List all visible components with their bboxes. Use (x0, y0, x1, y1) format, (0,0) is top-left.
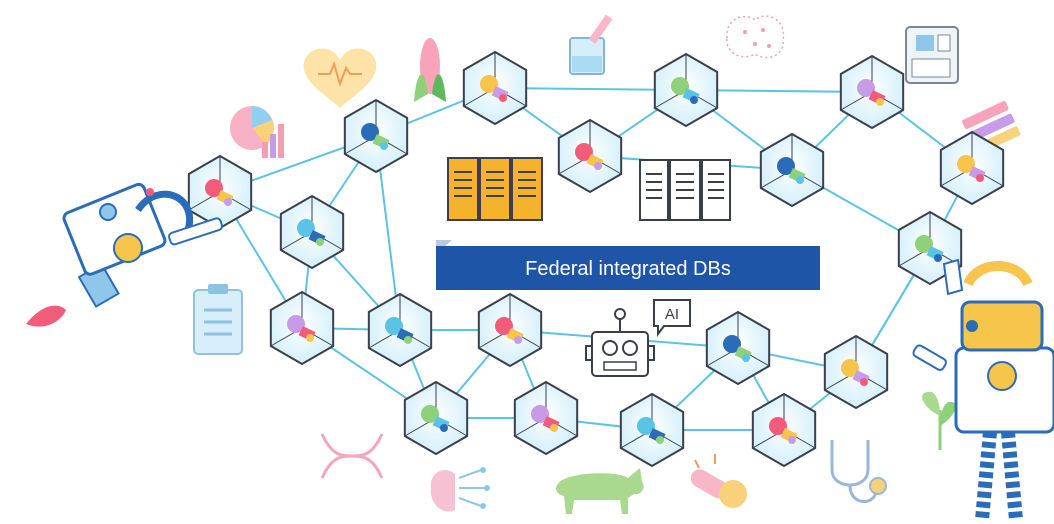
node-head-gear (513, 380, 579, 456)
binders-icon (575, 143, 604, 170)
pills-icon (480, 75, 509, 102)
node-molecule (343, 98, 409, 174)
molecule-icon (361, 123, 390, 150)
ai-robot-icon: AI (585, 299, 691, 377)
capsule-icon (495, 317, 524, 344)
chemical-structure-icon (915, 235, 944, 262)
head-gear-icon (531, 405, 560, 432)
banner: Federal integrated DBs (436, 240, 820, 290)
brain-circuit-icon (430, 467, 490, 512)
server-rack-yellow (447, 157, 543, 221)
network-icon (421, 405, 450, 432)
node-research (279, 194, 345, 270)
brain-circuit-icon (957, 155, 986, 182)
node-network (403, 380, 469, 456)
magnifier-icon (297, 219, 326, 246)
neural-brain-icon (777, 157, 806, 184)
node-cells (705, 310, 771, 386)
plant-cell-icon (857, 79, 886, 106)
cow-icon (556, 468, 644, 514)
brain-network-icon (726, 15, 785, 59)
robot-left-icon (26, 182, 224, 327)
node-plant (187, 154, 253, 230)
dna-icon (671, 77, 700, 104)
node-brain-circuit (939, 130, 1005, 206)
test-tube-icon (569, 14, 613, 75)
node-neural-brain (759, 132, 825, 208)
node-dna (653, 52, 719, 128)
folders-icon (637, 417, 666, 444)
robot-right-icon (912, 258, 1054, 521)
cells-icon (723, 335, 752, 362)
node-folders (619, 392, 685, 468)
chromosome-icon (385, 317, 414, 344)
ai-label: AI (665, 306, 679, 323)
node-pills (462, 50, 528, 126)
corn-icon (414, 38, 446, 102)
node-plant-cell (839, 54, 905, 130)
clipboard-icon (193, 284, 243, 355)
cube-icon (287, 315, 316, 342)
node-capsule (477, 292, 543, 368)
heart-icon (303, 48, 377, 108)
banner-label: Federal integrated DBs (525, 258, 731, 280)
seedling-icon (205, 179, 234, 206)
plant-sprout-icon (922, 391, 956, 450)
virus-icon (841, 359, 870, 386)
node-analysis (751, 392, 817, 468)
node-virus (823, 334, 889, 410)
lab-machine-icon (905, 26, 959, 84)
banner-background (436, 246, 820, 290)
dna-helix-icon (320, 433, 384, 479)
node-chromosome (367, 292, 433, 368)
node-documents (557, 118, 623, 194)
medicine-icon (690, 454, 747, 508)
pie-chart-icon (230, 106, 284, 158)
stethoscope-icon (830, 440, 887, 503)
node-cube (269, 290, 335, 366)
analysis-icon (769, 417, 798, 444)
server-rack-white (639, 159, 731, 221)
